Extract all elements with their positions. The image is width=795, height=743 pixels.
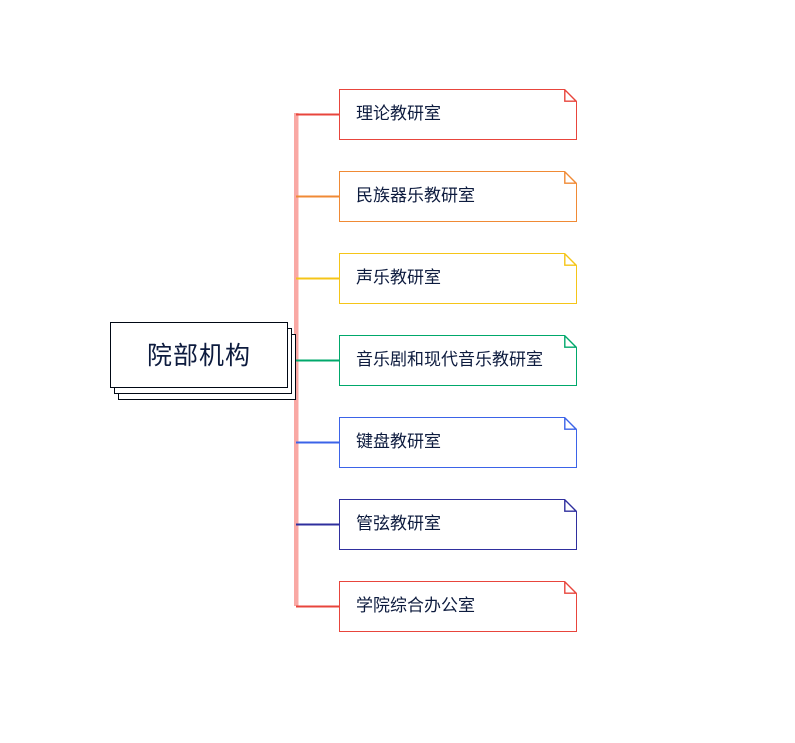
root-node[interactable]: 院部机构 — [110, 322, 296, 400]
branch-node[interactable]: 声乐教研室 — [339, 253, 577, 304]
branch-node-label: 学院综合办公室 — [356, 596, 475, 616]
branch-node-body[interactable] — [339, 581, 577, 632]
root-node-label: 院部机构 — [146, 340, 251, 370]
branch-node[interactable]: 民族器乐教研室 — [339, 171, 577, 222]
branch-node-body[interactable] — [339, 171, 577, 222]
branch-node[interactable]: 键盘教研室 — [339, 417, 577, 468]
branch-node-label: 管弦教研室 — [356, 514, 441, 534]
branch-node-body[interactable] — [339, 253, 577, 304]
branch-node-body[interactable] — [339, 417, 577, 468]
branch-node[interactable]: 管弦教研室 — [339, 499, 577, 550]
branch-node[interactable]: 音乐剧和现代音乐教研室 — [339, 335, 577, 386]
branch-node-body[interactable] — [339, 335, 577, 386]
branch-node[interactable]: 学院综合办公室 — [339, 581, 577, 632]
root-node-face[interactable]: 院部机构 — [110, 322, 288, 388]
branch-node-label: 音乐剧和现代音乐教研室 — [356, 350, 543, 370]
branch-node-body[interactable] — [339, 499, 577, 550]
branch-node-label: 理论教研室 — [356, 104, 441, 124]
branch-node-label: 声乐教研室 — [356, 268, 441, 288]
branch-node-body[interactable] — [339, 89, 577, 140]
branch-node-label: 键盘教研室 — [356, 432, 441, 452]
branch-node[interactable]: 理论教研室 — [339, 89, 577, 140]
branch-node-label: 民族器乐教研室 — [356, 186, 475, 206]
